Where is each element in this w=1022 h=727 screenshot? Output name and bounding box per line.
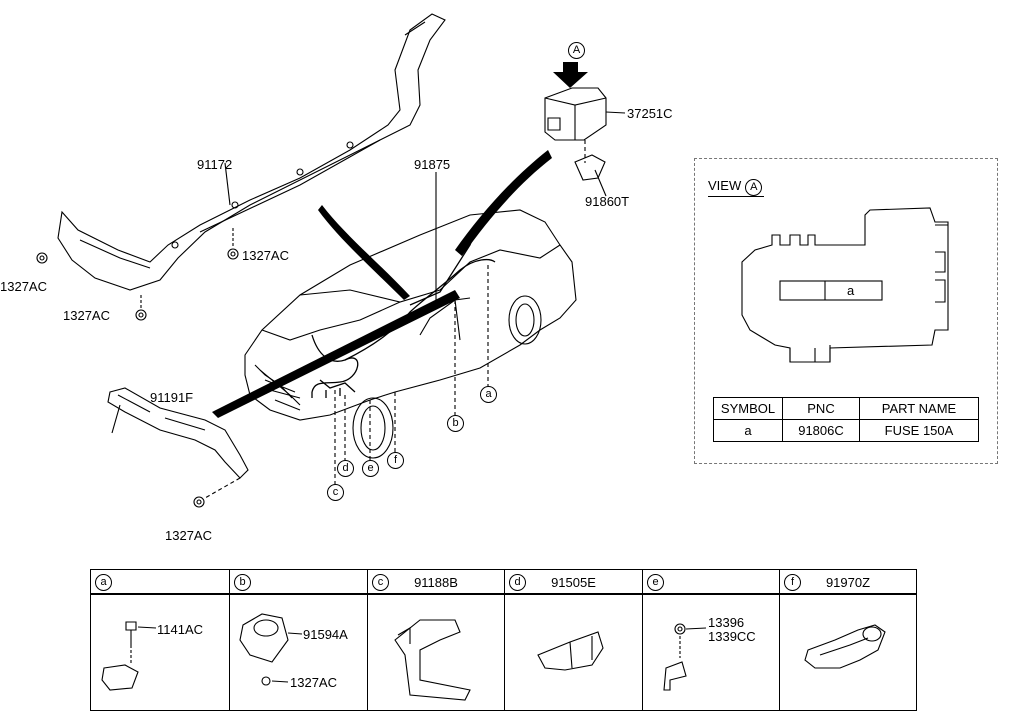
part-label-91860t: 91860T	[585, 194, 630, 209]
fuse-box-part	[544, 87, 626, 141]
detail-label-1339cc: 1339CC	[708, 629, 756, 644]
header-symbol: SYMBOL	[713, 397, 783, 420]
protector-part	[107, 387, 249, 499]
nut-13396-part	[663, 623, 707, 691]
detail-code-c: 91188B	[414, 575, 458, 590]
callout-a: a	[480, 386, 497, 403]
detail-cell-d: d 91505E	[504, 570, 642, 710]
cell-pnc: 91806C	[782, 419, 860, 442]
cowl-bracket-part	[57, 13, 446, 291]
view-fuse-box-outline	[741, 207, 949, 363]
symbol-table: SYMBOL PNC PART NAME a 91806C FUSE 150A	[713, 397, 979, 442]
view-a-panel	[694, 158, 998, 464]
detail-cell-f: f 91970Z	[779, 570, 916, 710]
callout-f: f	[387, 452, 404, 469]
terminal-part	[574, 154, 607, 197]
detail-symbol-c: c	[372, 574, 389, 591]
part-label-91875: 91875	[414, 157, 451, 172]
callout-e: e	[362, 460, 379, 477]
view-symbol: A	[745, 179, 763, 196]
protector-91505e-part	[537, 631, 604, 671]
cell-part-name: FUSE 150A	[859, 419, 979, 442]
detail-cell-b: b	[229, 570, 367, 710]
detail-label-91594a: 91594A	[303, 627, 348, 642]
detail-cell-a: a	[91, 570, 229, 710]
callout-view-a: A	[568, 42, 585, 59]
part-label-1327ac-bottom: 1327AC	[165, 528, 212, 543]
cell-symbol: a	[713, 419, 783, 442]
detail-header-divider	[90, 593, 917, 594]
table-row: a 91806C FUSE 150A	[713, 419, 979, 442]
header-pnc: PNC	[782, 397, 860, 420]
detail-symbol-f: f	[784, 574, 801, 591]
detail-part-drawings	[101, 613, 886, 701]
detail-code-f: 91970Z	[825, 575, 871, 590]
car-outline	[244, 209, 577, 459]
grommet-91594a-part	[239, 613, 303, 686]
part-label-37251c: 37251C	[627, 106, 673, 121]
protector-91970z-part	[804, 624, 886, 669]
detail-cell-e: e	[642, 570, 779, 710]
detail-symbol-a: a	[95, 574, 112, 591]
part-label-1327ac-mid: 1327AC	[242, 248, 289, 263]
nut-1327ac-bottom	[193, 496, 205, 508]
detail-table: a b c 91188B d 91505E e f 91970Z	[90, 569, 917, 711]
bolt-1141ac-part	[101, 621, 157, 691]
nut-1327ac-mid	[227, 248, 239, 260]
fuse-slot-label: a	[847, 283, 855, 298]
callout-c: c	[327, 484, 344, 501]
detail-symbol-d: d	[509, 574, 526, 591]
part-label-1327ac-lower: 1327AC	[63, 308, 110, 323]
nut-1327ac-lower	[135, 309, 147, 321]
nut-1327ac-left	[36, 252, 48, 264]
detail-symbol-e: e	[647, 574, 664, 591]
detail-label-1327ac: 1327AC	[290, 675, 337, 690]
detail-label-13396: 13396	[708, 615, 745, 630]
header-part-name: PART NAME	[859, 397, 979, 420]
part-label-91172: 91172	[197, 157, 233, 172]
part-label-1327ac-left: 1327AC	[0, 279, 47, 294]
detail-cell-c: c 91188B	[367, 570, 504, 710]
callout-d: d	[337, 460, 354, 477]
harness-pointers	[212, 62, 588, 418]
table-header-row: SYMBOL PNC PART NAME	[713, 397, 979, 420]
detail-symbol-b: b	[234, 574, 251, 591]
view-title-text: VIEW	[708, 178, 742, 193]
part-label-91191f: 91191F	[150, 390, 194, 405]
detail-label-1141ac: 1141AC	[157, 622, 204, 637]
bracket-91188b-part	[394, 619, 471, 701]
detail-code-d: 91505E	[551, 575, 596, 590]
callout-b: b	[447, 415, 464, 432]
